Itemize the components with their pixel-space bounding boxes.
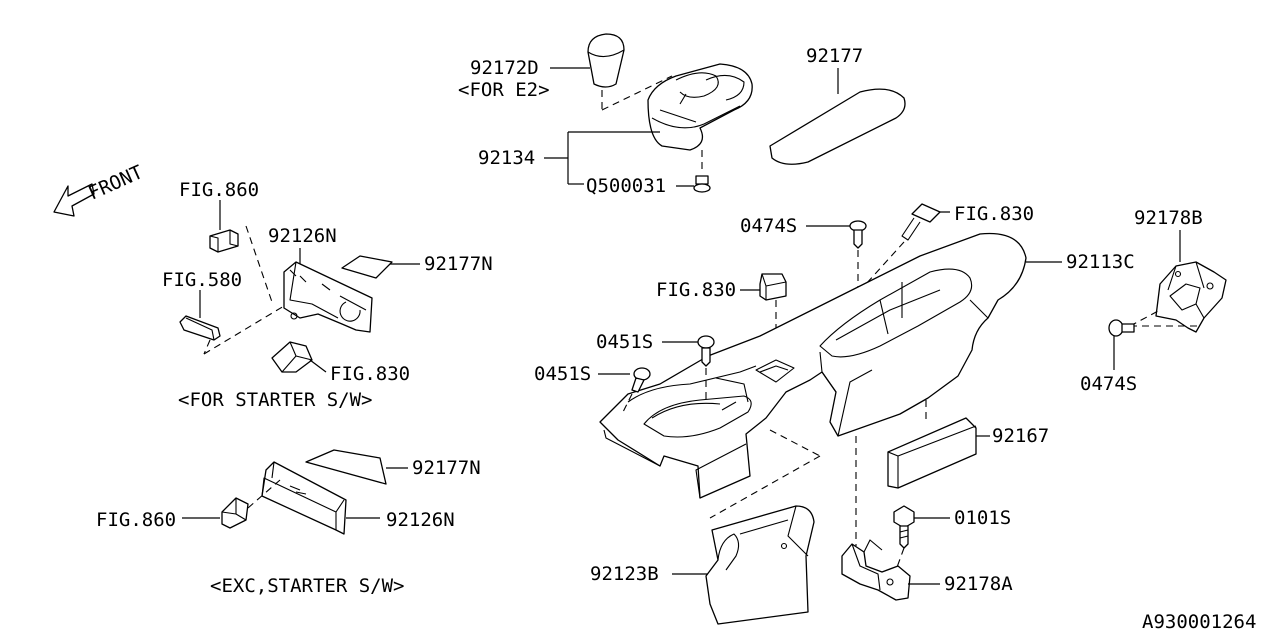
label-92134: 92134 xyxy=(478,147,535,169)
connector-fig830-top xyxy=(901,203,941,241)
note-exc-starter: <EXC,STARTER S/W> xyxy=(210,575,404,597)
label-fig830-mid: FIG.830 xyxy=(656,279,736,301)
label-q500031: Q500031 xyxy=(586,175,666,197)
label-fig830-top: FIG.830 xyxy=(954,203,1034,225)
pad-92177 xyxy=(769,88,906,165)
connector-fig830-left xyxy=(271,341,313,373)
label-92126n-top: 92126N xyxy=(268,225,337,247)
label-0474s-top: 0474S xyxy=(740,215,797,237)
tray-92126n-bottom xyxy=(261,461,347,535)
label-fig860-bottom: FIG.860 xyxy=(96,509,176,531)
bolt-0101s xyxy=(893,505,915,549)
label-0474s-right: 0474S xyxy=(1080,373,1137,395)
label-fig860-top: FIG.860 xyxy=(179,179,259,201)
connector-fig860-bottom xyxy=(221,497,249,529)
label-92113c: 92113C xyxy=(1066,251,1135,273)
label-92177n-top: 92177N xyxy=(424,253,493,275)
screw-0451s-b xyxy=(631,367,651,393)
note-for-e2: <FOR E2> xyxy=(458,79,550,101)
pad-92177n-bottom xyxy=(305,449,387,485)
note-for-starter: <FOR STARTER S/W> xyxy=(178,389,372,411)
label-0451s-a: 0451S xyxy=(596,331,653,353)
console-92113c xyxy=(599,232,1027,499)
label-92177: 92177 xyxy=(806,45,863,67)
label-92178a: 92178A xyxy=(944,573,1013,595)
pad-92177n-top xyxy=(341,255,393,279)
label-92126n-bottom: 92126N xyxy=(386,509,455,531)
label-fig830-left: FIG.830 xyxy=(330,363,410,385)
label-92172d: 92172D xyxy=(470,57,539,79)
screw-0451s-a xyxy=(697,335,715,367)
connector-fig860-top xyxy=(209,229,239,253)
screw-0474s-right xyxy=(1108,319,1135,337)
screw-0474s-top xyxy=(849,220,867,249)
label-92178b: 92178B xyxy=(1134,207,1203,229)
label-92123b: 92123B xyxy=(590,563,659,585)
knob-92172d xyxy=(587,33,625,88)
front-label: FRONT xyxy=(85,161,146,204)
front-arrow-icon xyxy=(53,183,95,217)
label-0451s-b: 0451S xyxy=(534,363,591,385)
label-0101s: 0101S xyxy=(954,507,1011,529)
cup-holder-92134 xyxy=(647,63,753,151)
connector-fig580 xyxy=(179,315,221,341)
reference-code: A930001264 xyxy=(1142,611,1256,633)
bracket-92178a xyxy=(841,539,911,601)
label-92167: 92167 xyxy=(992,425,1049,447)
label-fig580: FIG.580 xyxy=(162,269,242,291)
pad-92167 xyxy=(887,417,977,489)
label-92177n-bottom: 92177N xyxy=(412,457,481,479)
bracket-92178b xyxy=(1155,261,1227,333)
switch-housing-92126n-top xyxy=(283,261,373,333)
screw-q500031 xyxy=(693,175,711,193)
cover-92123b xyxy=(705,505,815,625)
connector-fig830-mid xyxy=(759,273,787,301)
